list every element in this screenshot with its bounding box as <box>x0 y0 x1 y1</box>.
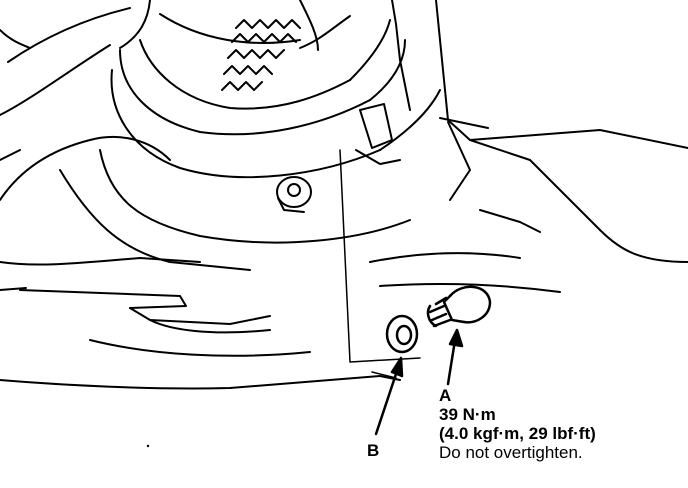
callout-b-label: B <box>367 441 380 460</box>
sealing-washer-b <box>385 314 419 354</box>
arrow-a <box>446 328 464 386</box>
housing-bolt <box>276 176 312 213</box>
torque-warning-note: Do not overtighten. <box>439 443 583 462</box>
callout-a-label: A <box>439 386 452 405</box>
cv-joint <box>99 0 441 244</box>
speck <box>146 444 150 448</box>
leader-lines <box>339 149 421 379</box>
torque-spec-alt-units: (4.0 kgf·m, 29 lbf·ft) <box>439 424 596 443</box>
arrow-b <box>374 356 404 436</box>
transmission-case <box>0 0 688 390</box>
drain-plug-a <box>426 285 492 328</box>
torque-spec-nm: 39 N·m <box>439 405 496 424</box>
